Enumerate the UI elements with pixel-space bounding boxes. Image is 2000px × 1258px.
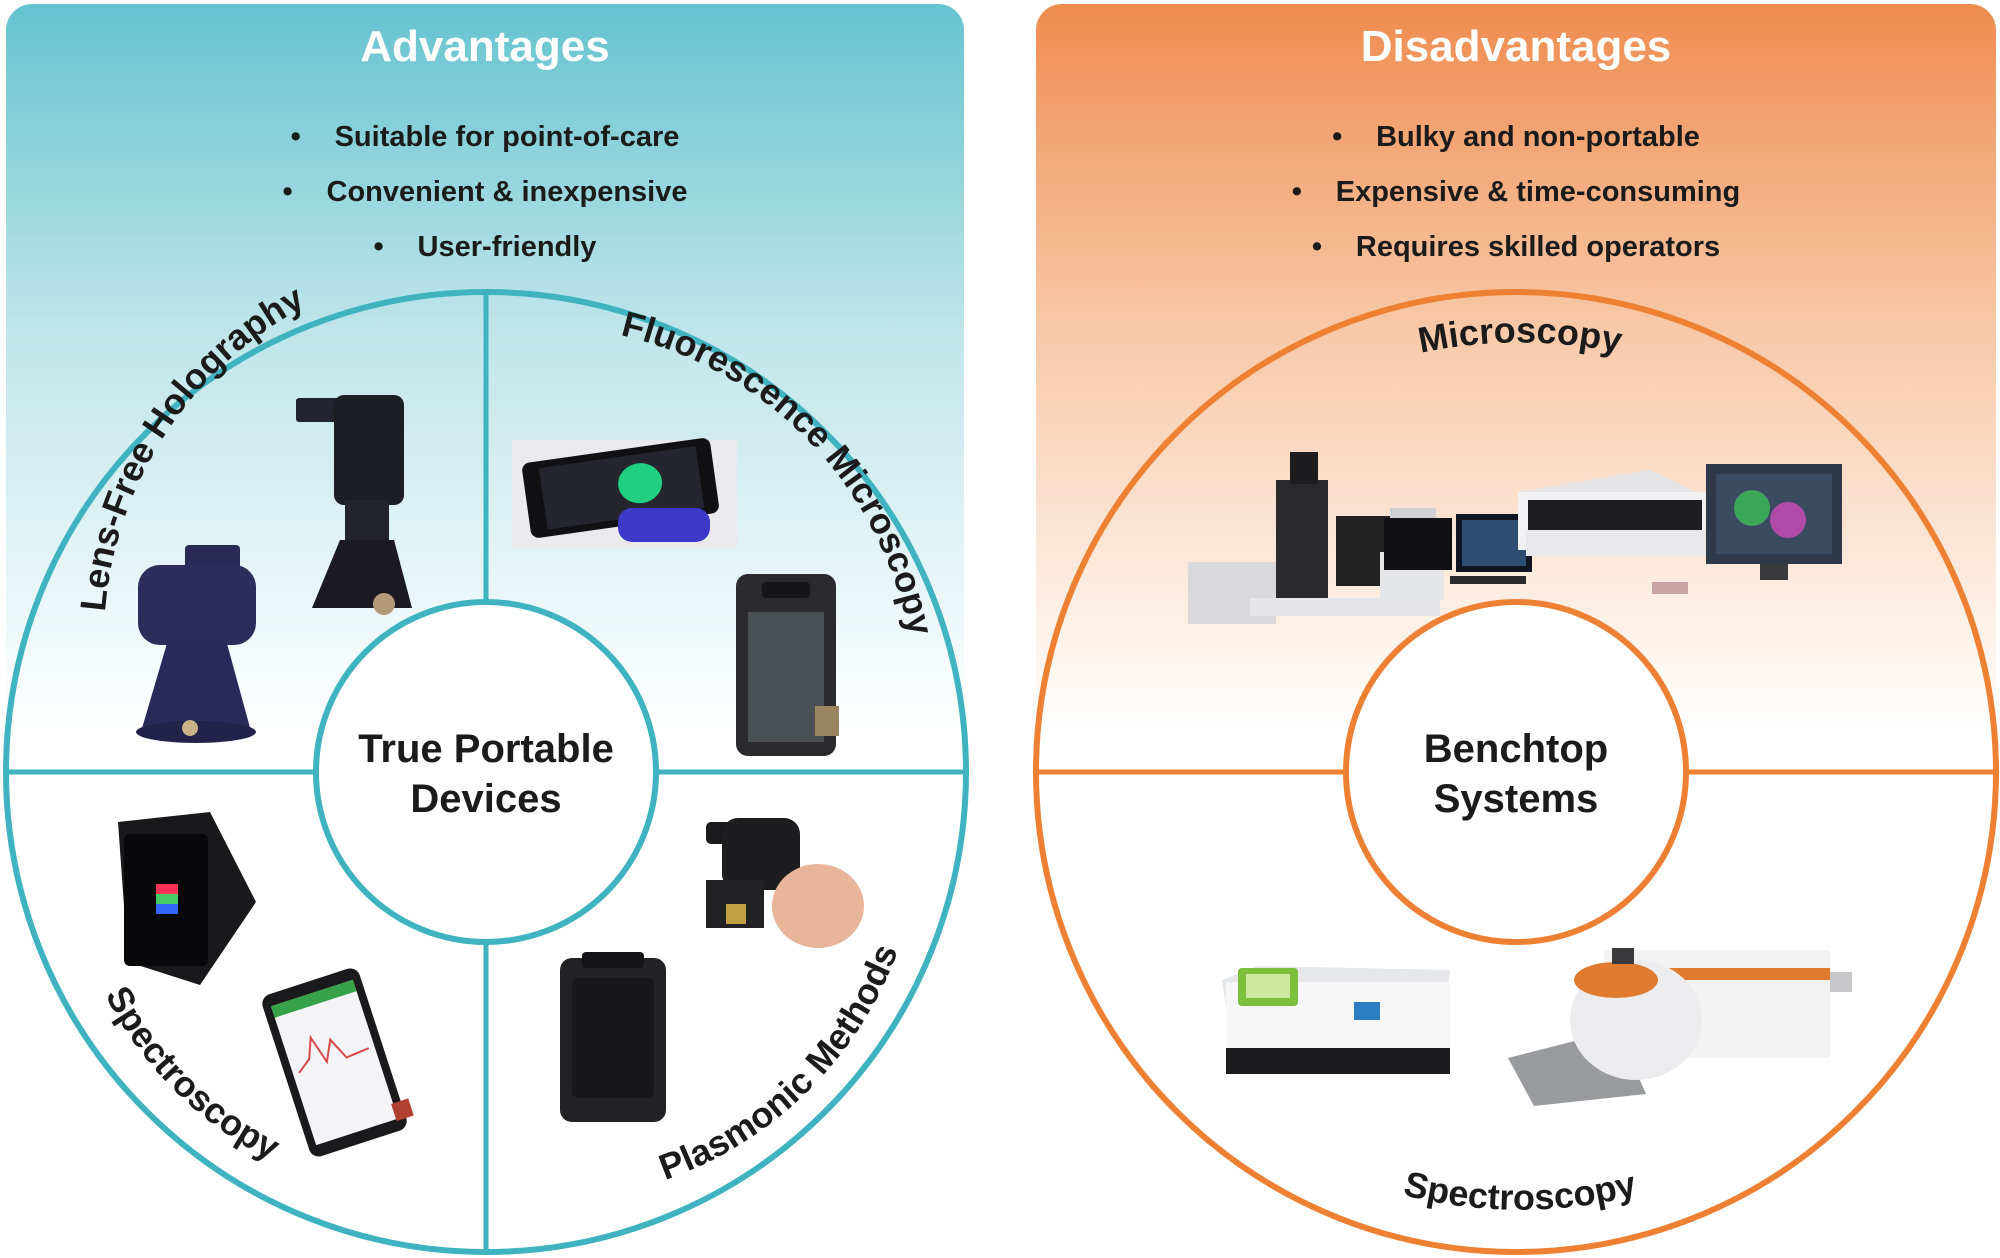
spectroscopy-smartphone [262, 968, 414, 1157]
advantages-list: •Suitable for point-of-care •Convenient … [6, 110, 964, 275]
center-circle [313, 599, 659, 945]
spectroscopy-phone-holder [118, 812, 256, 985]
list-item: •User-friendly [373, 231, 597, 263]
center-label-line1: True Portable [358, 727, 614, 771]
list-item: •Bulky and non-portable [1332, 121, 1700, 153]
benchtop-microscope-station [1188, 452, 1532, 624]
disadvantages-title: Disadvantages [1360, 22, 1672, 71]
fluorescence-handheld-device [736, 574, 839, 756]
advantages-title: Advantages [360, 22, 610, 71]
benchtop-label-spectroscopy: Spectroscopy [1400, 1163, 1639, 1218]
list-item: •Expensive & time-consuming [1291, 176, 1741, 208]
benchtop-label-microscopy: Microscopy [1415, 309, 1626, 360]
plasmonic-handheld-reader [706, 818, 864, 948]
holography-device-tall [296, 395, 412, 615]
benchtop-spectrometer-green [1222, 966, 1450, 1074]
benchtop-raman-system [1508, 948, 1852, 1106]
benchtop-slide-scanner [1518, 464, 1842, 594]
center-label-line2: Devices [410, 777, 561, 821]
plasmonic-case-device [560, 952, 666, 1122]
center-label-line2: Systems [1434, 777, 1599, 821]
quadrant-label-spectroscopy: Spectroscopy [98, 979, 287, 1168]
portable-devices-wheel: True Portable Devices Lens-Free Holograp… [3, 277, 969, 1255]
center-label-line1: Benchtop [1424, 727, 1608, 771]
benchtop-systems-wheel: Benchtop Systems Microscopy Spectroscopy [1033, 289, 1999, 1255]
fluorescence-phone-image [512, 438, 737, 548]
list-item: •Convenient & inexpensive [282, 176, 688, 208]
disadvantages-list: •Bulky and non-portable •Expensive & tim… [1036, 110, 1996, 275]
list-item: •Requires skilled operators [1311, 231, 1721, 263]
holography-device-cone [136, 545, 256, 743]
list-item: •Suitable for point-of-care [290, 121, 680, 153]
center-circle [1343, 599, 1689, 945]
